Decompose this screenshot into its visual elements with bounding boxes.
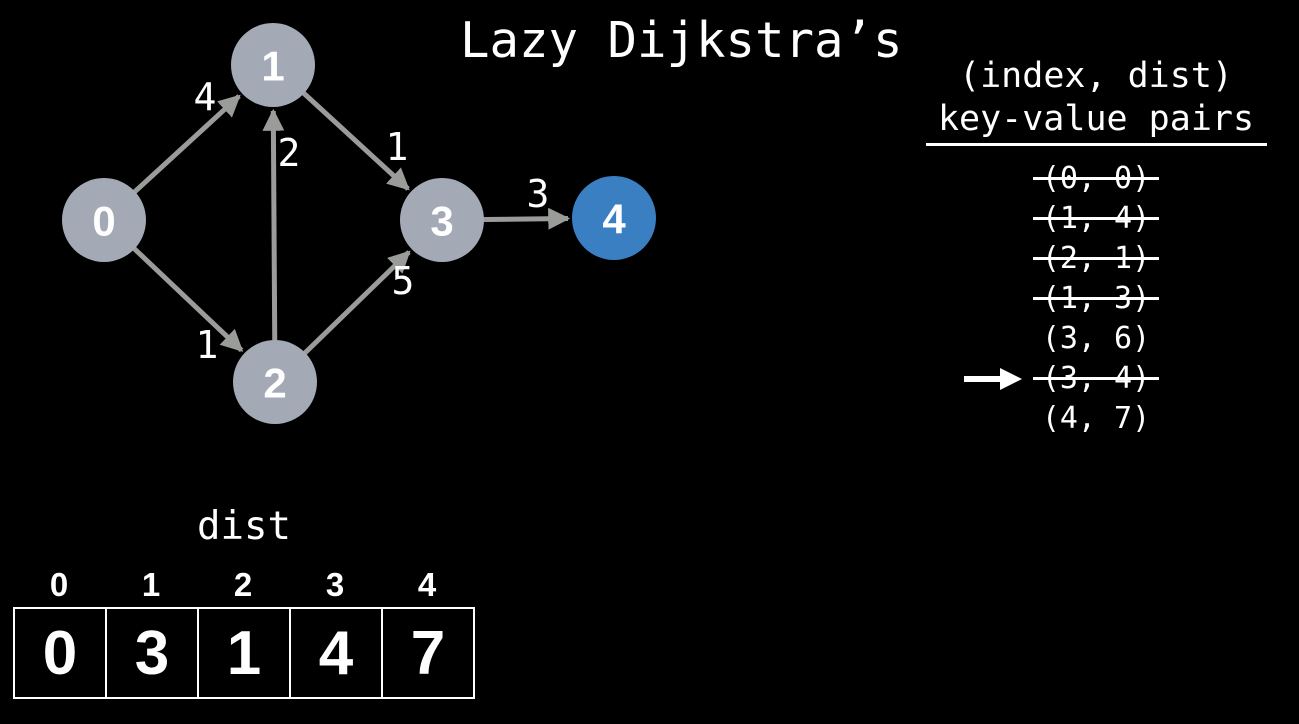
arrow-shaft <box>964 376 1002 382</box>
graph-node-0 <box>62 178 146 262</box>
pq-entry-2: (2, 1) <box>900 239 1292 279</box>
edge-2-to-1 <box>262 108 285 383</box>
pq-entry-text: (3, 4) <box>1032 359 1160 399</box>
priority-queue-panel: (index, dist) key-value pairs (0, 0)(1, … <box>900 55 1292 439</box>
dist-cell-2: 1 <box>197 607 291 699</box>
graph-node-2 <box>233 340 317 424</box>
dist-cell-4: 7 <box>381 607 475 699</box>
graph-node-1 <box>231 23 315 107</box>
edge-weight-1-3: 1 <box>386 125 409 169</box>
graph-node-label-0: 0 <box>92 198 115 245</box>
arrow-head <box>1000 368 1022 390</box>
pq-header-line1: (index, dist) <box>959 56 1233 96</box>
dist-cell-1: 3 <box>105 607 199 699</box>
pq-entry-text: (3, 6) <box>1041 321 1151 356</box>
dist-array-label: dist <box>197 504 291 549</box>
pq-entry-text: (1, 3) <box>1032 279 1160 319</box>
dist-index-2: 2 <box>233 566 253 603</box>
pq-entry-text: (0, 0) <box>1032 159 1160 199</box>
dist-cell-0: 0 <box>13 607 107 699</box>
graph-node-4 <box>572 176 656 260</box>
pq-entry-6: (4, 7) <box>900 399 1292 439</box>
pq-entry-1: (1, 4) <box>900 199 1292 239</box>
graph-node-label-1: 1 <box>261 43 284 90</box>
pq-entry-4: (3, 6) <box>900 319 1292 359</box>
pq-entry-text: (4, 7) <box>1041 401 1151 436</box>
graph-node-label-2: 2 <box>263 360 286 407</box>
dist-index-4: 4 <box>417 566 437 603</box>
graph-node-3 <box>400 178 484 262</box>
graph-node-label-3: 3 <box>430 198 453 245</box>
dist-index-1: 1 <box>141 566 161 603</box>
dist-index-3: 3 <box>325 566 345 603</box>
edge-weight-0-1: 4 <box>194 75 217 119</box>
dist-index-row: 0 1 2 3 4 <box>13 566 475 604</box>
page-title: Lazy Dijkstra’s <box>460 12 903 69</box>
pq-entry-0: (0, 0) <box>900 159 1292 199</box>
dist-index-0: 0 <box>49 566 69 603</box>
pq-entry-text: (1, 4) <box>1032 199 1160 239</box>
current-entry-arrow-icon <box>964 368 1022 390</box>
pq-header-line2: key-value pairs <box>937 99 1255 139</box>
pq-entry-3: (1, 3) <box>900 279 1292 319</box>
pq-entry-list: (0, 0)(1, 4)(2, 1)(1, 3)(3, 6)(3, 4)(4, … <box>900 159 1292 439</box>
dist-cell-3: 4 <box>289 607 383 699</box>
edge-weight-3-4: 3 <box>527 172 550 216</box>
edge-weight-0-2: 1 <box>196 323 219 367</box>
pq-entry-5: (3, 4) <box>900 359 1292 399</box>
graph-node-label-4: 4 <box>602 196 626 243</box>
pq-header-underline <box>925 143 1267 146</box>
edge-weight-2-1: 2 <box>278 131 301 175</box>
edge-weight-2-3: 5 <box>392 259 415 303</box>
pq-entry-text: (2, 1) <box>1032 239 1160 279</box>
